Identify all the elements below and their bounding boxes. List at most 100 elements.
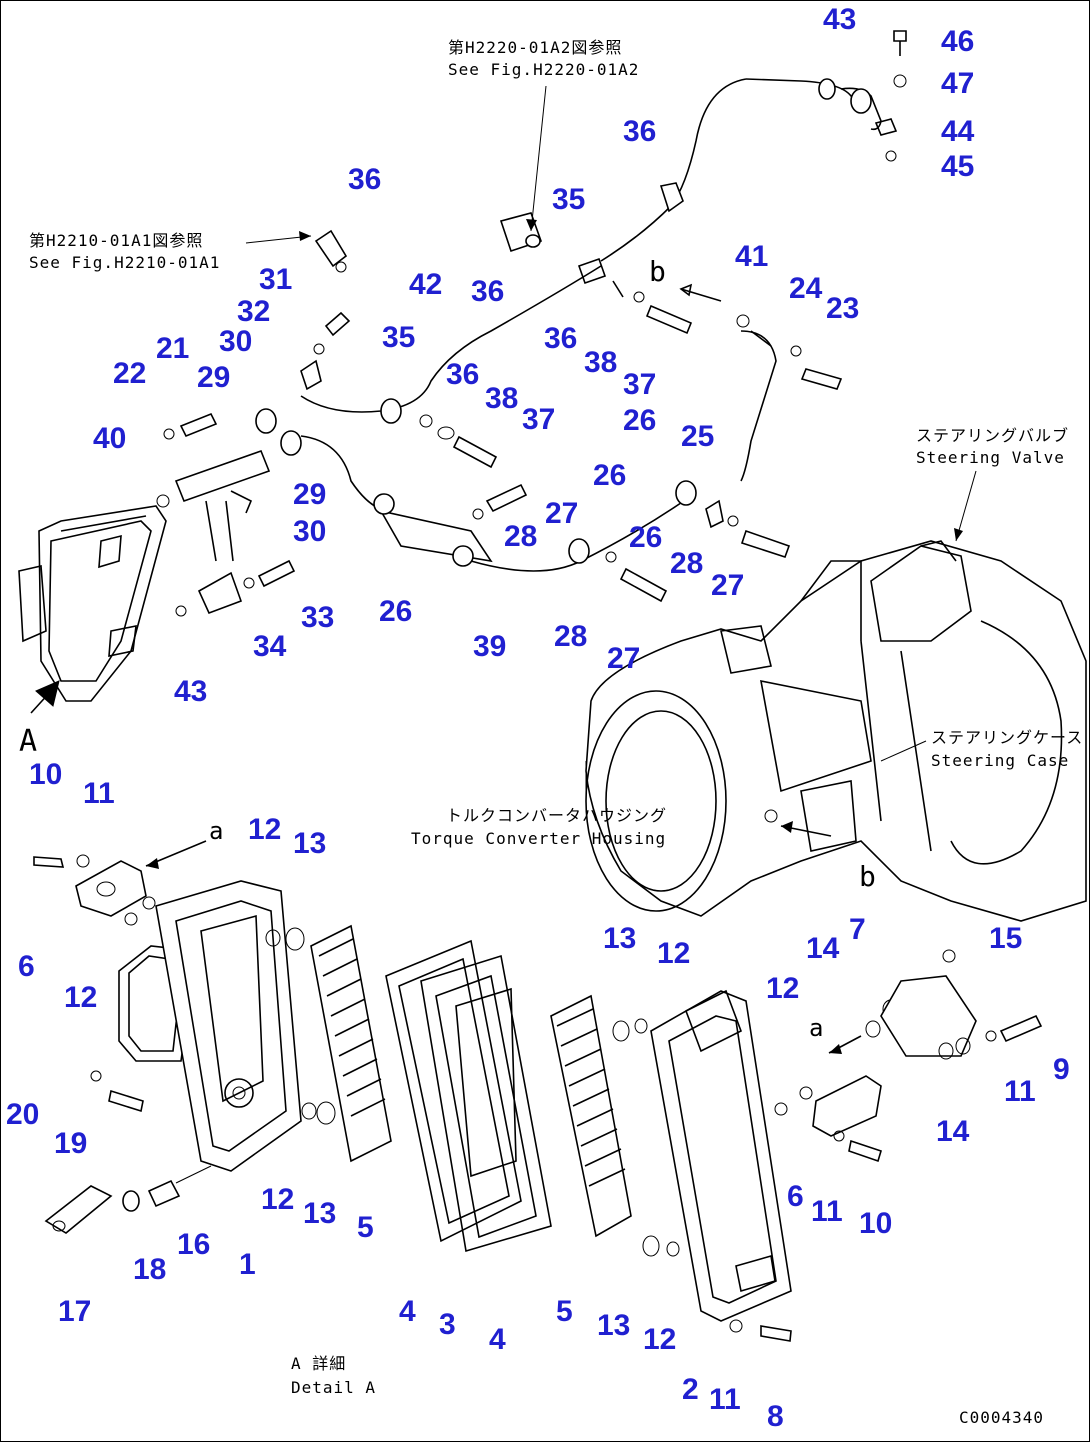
torque-converter-en: Torque Converter Housing bbox=[411, 829, 666, 848]
callout-4: 4 bbox=[489, 1323, 506, 1356]
callout-12: 12 bbox=[766, 972, 799, 1005]
callout-2: 2 bbox=[682, 1373, 699, 1406]
callout-34: 34 bbox=[253, 630, 287, 663]
callout-43: 43 bbox=[174, 675, 207, 708]
callout-35: 35 bbox=[552, 183, 585, 216]
callout-26: 26 bbox=[379, 595, 412, 628]
callout-26: 26 bbox=[593, 459, 626, 492]
callout-41: 41 bbox=[735, 240, 768, 273]
callout-39: 39 bbox=[473, 630, 506, 663]
connection-mark-a-left: a bbox=[209, 817, 224, 845]
fig-ref-1-en: See Fig.H2220-01A2 bbox=[448, 60, 639, 79]
callout-42: 42 bbox=[409, 268, 442, 301]
callout-11: 11 bbox=[83, 777, 115, 810]
callout-36: 36 bbox=[471, 275, 504, 308]
callout-11: 11 bbox=[1004, 1075, 1036, 1108]
callout-18: 18 bbox=[133, 1253, 166, 1286]
callout-29: 29 bbox=[197, 361, 230, 394]
callout-44: 44 bbox=[941, 115, 975, 148]
detail-a-en: Detail A bbox=[291, 1378, 376, 1397]
callout-5: 5 bbox=[357, 1211, 374, 1244]
callout-7: 7 bbox=[849, 913, 866, 946]
callout-36: 36 bbox=[544, 322, 577, 355]
fig-ref-2-jp: 第H2210-01A1図参照 bbox=[29, 231, 203, 250]
callout-28: 28 bbox=[554, 620, 587, 653]
callout-30: 30 bbox=[219, 325, 252, 358]
connection-mark-b-lower: b bbox=[859, 860, 877, 893]
callout-6: 6 bbox=[18, 950, 35, 983]
view-arrow-label-a: A bbox=[19, 724, 38, 759]
callout-12: 12 bbox=[657, 937, 690, 970]
callout-26: 26 bbox=[623, 404, 656, 437]
callout-12: 12 bbox=[64, 981, 97, 1014]
callout-43: 43 bbox=[823, 3, 856, 36]
callout-14: 14 bbox=[936, 1115, 970, 1148]
callout-31: 31 bbox=[259, 263, 292, 296]
callout-38: 38 bbox=[485, 382, 518, 415]
callout-3: 3 bbox=[439, 1308, 456, 1341]
callout-29: 29 bbox=[293, 478, 326, 511]
callout-13: 13 bbox=[603, 922, 636, 955]
callout-12: 12 bbox=[261, 1183, 294, 1216]
callout-8: 8 bbox=[767, 1400, 784, 1433]
callout-12: 12 bbox=[643, 1323, 676, 1356]
steering-case-jp: ステアリングケース bbox=[931, 728, 1083, 747]
callout-14: 14 bbox=[806, 932, 840, 965]
steering-valve-en: Steering Valve bbox=[916, 448, 1065, 467]
steering-valve-jp: ステアリングバルブ bbox=[916, 426, 1069, 445]
connection-mark-a-right: a bbox=[809, 1014, 824, 1042]
callout-45: 45 bbox=[941, 150, 974, 183]
callout-37: 37 bbox=[522, 403, 555, 436]
steering-case-en: Steering Case bbox=[931, 751, 1069, 770]
callout-4: 4 bbox=[399, 1295, 416, 1328]
callout-33: 33 bbox=[301, 601, 334, 634]
callout-46: 46 bbox=[941, 25, 974, 58]
callout-20: 20 bbox=[6, 1098, 39, 1131]
callout-13: 13 bbox=[303, 1197, 336, 1230]
callout-24: 24 bbox=[789, 272, 823, 305]
callout-30: 30 bbox=[293, 515, 326, 548]
annotations: 第H2220-01A2図参照 See Fig.H2220-01A2 第H2210… bbox=[19, 38, 1083, 1427]
callout-28: 28 bbox=[670, 547, 703, 580]
drawing-code: C0004340 bbox=[959, 1408, 1044, 1427]
callout-6: 6 bbox=[787, 1180, 804, 1213]
callout-10: 10 bbox=[29, 758, 62, 791]
line-art bbox=[18, 30, 1087, 1342]
callout-27: 27 bbox=[711, 569, 744, 602]
callout-23: 23 bbox=[826, 292, 859, 325]
callout-40: 40 bbox=[93, 422, 126, 455]
callout-19: 19 bbox=[54, 1127, 87, 1160]
callout-25: 25 bbox=[681, 420, 714, 453]
callout-13: 13 bbox=[597, 1309, 630, 1342]
callout-28: 28 bbox=[504, 520, 537, 553]
fig-ref-2-en: See Fig.H2210-01A1 bbox=[29, 253, 220, 272]
callout-16: 16 bbox=[177, 1228, 210, 1261]
callout-32: 32 bbox=[237, 295, 270, 328]
callout-37: 37 bbox=[623, 368, 656, 401]
callout-11: 11 bbox=[811, 1195, 843, 1228]
detail-a-jp: A 詳細 bbox=[291, 1354, 346, 1373]
callout-15: 15 bbox=[989, 922, 1022, 955]
callout-17: 17 bbox=[58, 1295, 91, 1328]
fig-ref-1-jp: 第H2220-01A2図参照 bbox=[448, 38, 622, 57]
callout-22: 22 bbox=[113, 357, 146, 390]
callout-9: 9 bbox=[1053, 1053, 1070, 1086]
callout-36: 36 bbox=[623, 115, 656, 148]
callout-12: 12 bbox=[248, 813, 281, 846]
callout-1: 1 bbox=[239, 1248, 256, 1281]
callout-36: 36 bbox=[348, 163, 381, 196]
callout-10: 10 bbox=[859, 1207, 892, 1240]
callout-38: 38 bbox=[584, 346, 617, 379]
callout-13: 13 bbox=[293, 827, 326, 860]
callout-27: 27 bbox=[545, 497, 578, 530]
callout-26: 26 bbox=[629, 521, 662, 554]
connection-mark-b-top: b bbox=[649, 255, 667, 288]
callout-36: 36 bbox=[446, 358, 479, 391]
callout-27: 27 bbox=[607, 642, 640, 675]
part-callouts: 43 46 47 44 45 36 35 36 36 36 36 41 24 2… bbox=[6, 3, 1070, 1433]
torque-converter-jp: トルクコンバータハウジング bbox=[446, 806, 667, 825]
callout-11: 11 bbox=[709, 1383, 741, 1416]
callout-35: 35 bbox=[382, 321, 415, 354]
